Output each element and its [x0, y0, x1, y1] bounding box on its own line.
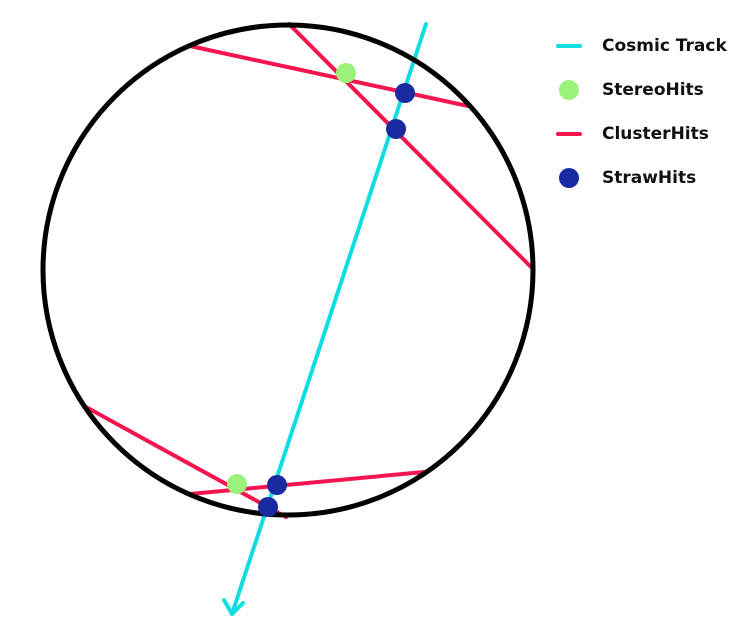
stereo-hit	[336, 63, 356, 83]
straw-hit-dot-icon	[556, 165, 582, 191]
legend-label: StereoHits	[602, 80, 704, 100]
straw-hit	[258, 497, 278, 517]
straw-hit	[386, 119, 406, 139]
cluster-hit-line	[188, 44, 470, 108]
cosmic-track-line-icon	[556, 33, 582, 59]
cluster-hits	[84, 22, 534, 519]
cosmic-track-line	[230, 22, 428, 616]
straw-hits	[258, 83, 415, 517]
legend-label: Cosmic Track	[602, 36, 727, 56]
straw-hit	[395, 83, 415, 103]
legend-item-cluster-hits: ClusterHits	[556, 112, 727, 156]
legend-item-stereo-hits: StereoHits	[556, 68, 727, 112]
legend: Cosmic Track StereoHits ClusterHits Stra…	[556, 24, 727, 200]
cluster-hit-line	[287, 22, 534, 270]
straw-hit	[267, 475, 287, 495]
detector-circle	[40, 22, 536, 518]
cosmic-track-arrowhead-icon	[222, 598, 245, 616]
legend-item-straw-hits: StrawHits	[556, 156, 727, 200]
cluster-hit-line	[84, 405, 288, 519]
stereo-hit	[227, 474, 247, 494]
cosmic-track	[222, 22, 428, 616]
cluster-hit-line-icon	[556, 121, 582, 147]
legend-item-cosmic-track: Cosmic Track	[556, 24, 727, 68]
stereo-hit-dot-icon	[556, 77, 582, 103]
legend-label: StrawHits	[602, 168, 697, 188]
cluster-hit-line	[188, 470, 426, 496]
legend-label: ClusterHits	[602, 124, 709, 144]
stereo-hits	[227, 63, 356, 494]
